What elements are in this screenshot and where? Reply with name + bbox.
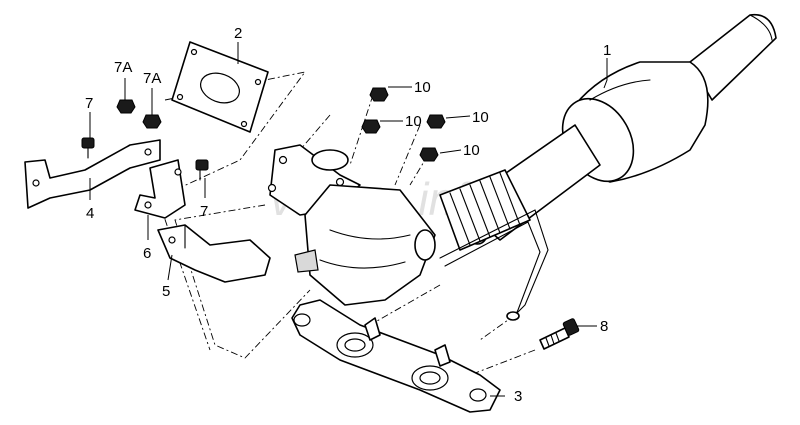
nut-icon — [369, 87, 389, 102]
callout-7a-right: 7A — [143, 70, 161, 87]
nut-icon — [142, 114, 162, 129]
bolt-icon — [81, 137, 95, 159]
flange-plate-part-3 — [291, 299, 501, 413]
callout-10-c: 10 — [472, 109, 489, 126]
callout-6: 6 — [143, 245, 151, 262]
flex-bellows — [439, 169, 531, 251]
bracket-part-6 — [134, 159, 186, 219]
fasteners-7 — [81, 99, 209, 181]
callout-10-d: 10 — [463, 142, 480, 159]
callout-10-b: 10 — [405, 113, 422, 130]
nut-icon — [426, 114, 446, 129]
sensor-pipe — [439, 209, 549, 321]
callout-5: 5 — [162, 283, 170, 300]
callout-2: 2 — [234, 25, 242, 42]
manifold-converter — [267, 144, 436, 306]
callout-8: 8 — [600, 318, 608, 335]
callout-7-right: 7 — [200, 203, 208, 220]
callout-7-left: 7 — [85, 95, 93, 112]
nuts-part-10 — [361, 87, 446, 162]
callout-10-a: 10 — [414, 79, 431, 96]
nut-icon — [361, 119, 381, 134]
nut-icon — [419, 147, 439, 162]
bolt-icon — [195, 159, 209, 181]
gasket-part-2 — [171, 41, 269, 133]
bolt-part-8 — [539, 318, 580, 350]
leader-lines — [89, 42, 608, 397]
nut-icon — [116, 99, 136, 114]
callout-1: 1 — [603, 42, 611, 59]
bracket-part-4 — [24, 139, 161, 209]
heat-shield-part-5 — [157, 224, 271, 283]
callout-4: 4 — [86, 205, 94, 222]
callout-labels: 1 2 3 4 5 6 7A 7A 7 7 8 10 10 10 10 — [85, 25, 611, 405]
callout-3: 3 — [514, 388, 522, 405]
callout-7a-left: 7A — [114, 59, 132, 76]
